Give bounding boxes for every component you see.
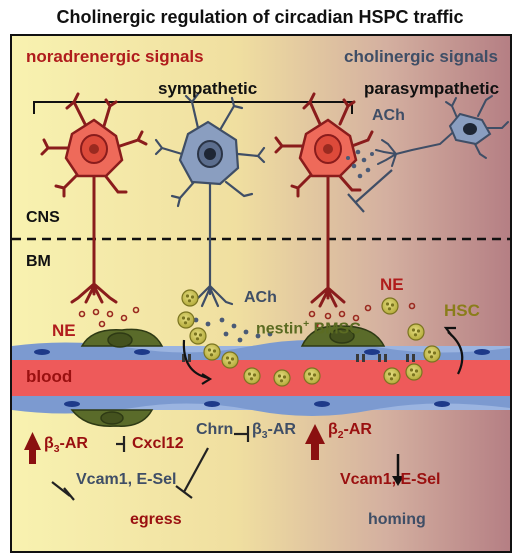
vcam-esel-right-label: Vcam1, E-Sel — [340, 471, 441, 488]
ne-droplets — [78, 302, 416, 330]
homing-label: homing — [368, 511, 426, 528]
egress-label: egress — [130, 511, 182, 528]
niche-cell-icon — [70, 325, 386, 427]
up-arrow-icon — [24, 424, 325, 464]
sympathetic-soma — [298, 118, 358, 178]
nestin-bmsc-label: nestin+ BMSC — [256, 319, 361, 338]
inhibition-icon — [347, 169, 393, 213]
hsc-label: HSC — [444, 301, 480, 320]
cns-label: CNS — [26, 209, 60, 226]
receptor-marks — [182, 354, 415, 362]
migration-arrows — [182, 326, 464, 385]
beta3-ar-left-label: β3-AR — [44, 435, 88, 456]
cholinergic-neuron-icon — [154, 92, 266, 308]
beta3-ar-mid-label: β3-AR — [252, 421, 296, 442]
down-arrow-icon — [392, 454, 404, 486]
beta2-ar-label: β2-AR — [328, 421, 372, 442]
parasympathetic-label: parasympathetic — [364, 79, 500, 98]
cxcl12-label: Cxcl12 — [132, 435, 184, 452]
sympathetic-neuron-icon — [274, 92, 374, 308]
inhibition-icon — [51, 426, 250, 501]
diagram-frame: noradrenergic signals cholinergic signal… — [10, 34, 512, 553]
ne-right-label: NE — [380, 275, 404, 294]
sympathetic-label: sympathetic — [158, 79, 258, 98]
blood-label: blood — [26, 367, 73, 386]
chrn-label: Chrn — [196, 421, 234, 438]
cholinergic-soma — [178, 120, 240, 186]
vcam-esel-left-label: Vcam1, E-Sel — [76, 471, 177, 488]
ach-droplets-top — [346, 149, 374, 179]
parasympathetic-neuron-icon — [375, 95, 509, 167]
cholinergic-signals-label: cholinergic signals — [344, 47, 498, 66]
figure-title: Cholinergic regulation of circadian HSPC… — [56, 6, 464, 27]
ach-mid-label: ACh — [244, 289, 277, 306]
diagram-graphics — [12, 36, 510, 551]
sympathetic-neuron-icon — [40, 92, 148, 304]
parasympathetic-soma — [448, 112, 492, 146]
sympathetic-soma — [64, 118, 124, 178]
ach-droplets-mid — [193, 317, 273, 343]
noradrenergic-signals-label: noradrenergic signals — [26, 47, 204, 66]
ach-top-label: ACh — [372, 107, 405, 124]
ne-left-label: NE — [52, 321, 76, 340]
bm-label: BM — [26, 253, 51, 270]
